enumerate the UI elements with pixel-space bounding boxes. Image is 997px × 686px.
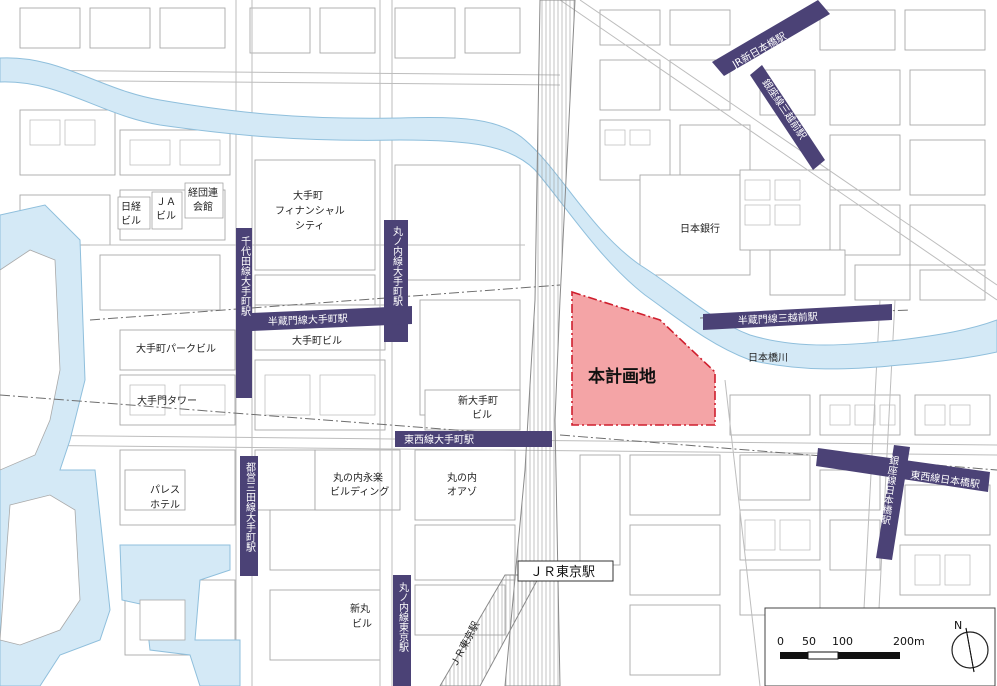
station-hanzomon-mitsukoshimae: 半蔵門線三越前駅 [737, 310, 818, 327]
label-eiraku-2: ビルディング [330, 485, 389, 498]
station-marunouchi-otemachi: 丸ノ内線大手町駅 [391, 225, 403, 307]
label-otemachi-fc-3: シティ [295, 221, 324, 232]
station-tozai-otemachi: 東西線大手町駅 [404, 433, 474, 446]
label-shin-otemachi-1: 新大手町 [458, 394, 498, 407]
scale-tick-50: 50 [802, 635, 816, 648]
label-otemachi-fc-1: 大手町 [293, 189, 323, 202]
north-arrow-circle [951, 631, 989, 669]
label-eiraku-1: 丸の内永楽 [333, 471, 383, 484]
project-site-label: 本計画地 [588, 366, 656, 387]
label-oazo-1: 丸の内 [447, 471, 477, 484]
project-site [571, 290, 716, 426]
jr-tokyo-station-box [517, 560, 614, 582]
label-boj: 日本銀行 [680, 222, 720, 235]
scale-tick-0: 0 [777, 635, 784, 648]
scale-legend: 0 50 100 200m N [764, 607, 996, 686]
scale-bar-seg1 [780, 652, 808, 659]
label-shin-otemachi-2: ビル [472, 409, 492, 421]
small-blocks [29, 119, 971, 586]
label-nikkei-2: ビル [121, 215, 141, 227]
label-otemon-tower: 大手門タワー [137, 394, 197, 407]
station-chiyoda-otemachi: 千代田線大手町駅 [239, 236, 251, 317]
label-keidanren-2: 会館 [193, 200, 213, 213]
jr-rail-corridor [504, 0, 576, 686]
legend-box [764, 607, 996, 686]
label-keidanren-1: 経団連 [188, 186, 218, 199]
label-otemachi-bldg: 大手町ビル [292, 334, 342, 347]
label-nikkei-1: 日経 [121, 200, 141, 213]
jr-tokyo-station-label: ＪＲ東京駅 [530, 564, 595, 580]
label-shin-maru-2: ビル [352, 618, 372, 630]
scale-tick-200m: 200m [893, 635, 925, 648]
scale-bar-seg3 [838, 652, 900, 659]
station-hanzomon-otemachi: 半蔵門線大手町駅 [268, 312, 348, 328]
building-labels: 日経 ビル ＪＡ ビル 経団連 会館 大手町 フィナンシャル シティ 日本銀行 … [117, 182, 788, 630]
scale-tick-100: 100 [832, 635, 853, 648]
label-palace-hotel-2: ホテル [150, 499, 180, 511]
station-toei-mita-otemachi: 都営三田線大手町駅 [244, 462, 256, 553]
station-marunouchi-tokyo: 丸ノ内線東京駅 [397, 581, 409, 653]
north-label: N [954, 619, 962, 632]
label-nihombashi-river: 日本橋川 [748, 351, 788, 364]
nihombashi-river [0, 57, 997, 370]
scale-bar-seg2 [807, 651, 839, 660]
city-blocks [19, 7, 991, 676]
station-bars [236, 0, 990, 686]
label-otemachi-park: 大手町パークビル [136, 342, 216, 355]
label-otemachi-fc-2: フィナンシャル [275, 205, 345, 217]
label-palace-hotel-1: パレス [150, 484, 180, 496]
label-ja-2: ビル [156, 210, 176, 222]
label-oazo-2: オアゾ [447, 486, 477, 498]
label-ja-1: ＪＡ [156, 197, 176, 208]
label-shin-maru-1: 新丸 [350, 602, 370, 615]
palace-grounds [0, 249, 186, 646]
